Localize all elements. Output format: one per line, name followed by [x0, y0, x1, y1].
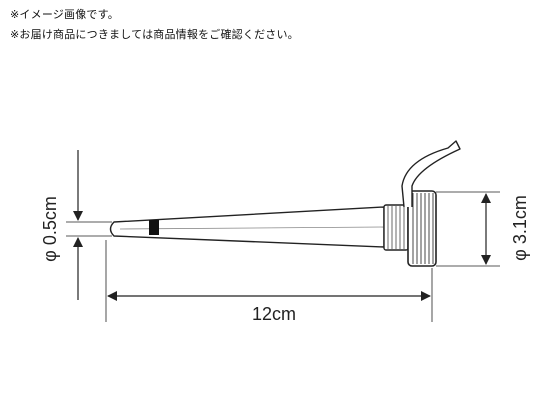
image-note: ※イメージ画像です。: [10, 8, 119, 21]
length-dimension: 12cm: [105, 240, 433, 324]
nozzle-hook: [401, 140, 461, 208]
tip-diameter-dimension: φ 0.5cm: [40, 150, 112, 300]
collar-ridges: [387, 206, 405, 249]
nozzle-illustration: [109, 140, 461, 267]
base-diameter-label: φ 3.1cm: [510, 195, 530, 261]
length-label: 12cm: [252, 304, 296, 324]
nozzle-band: [149, 220, 159, 235]
tip-diameter-label: φ 0.5cm: [40, 196, 60, 262]
product-info-note: ※お届け商品につきましては商品情報をご確認ください。: [10, 28, 299, 41]
cap-knurling: [412, 193, 434, 264]
nozzle-body: [109, 206, 385, 248]
base-diameter-dimension: φ 3.1cm: [436, 191, 530, 267]
nozzle-ridge: [119, 226, 385, 230]
